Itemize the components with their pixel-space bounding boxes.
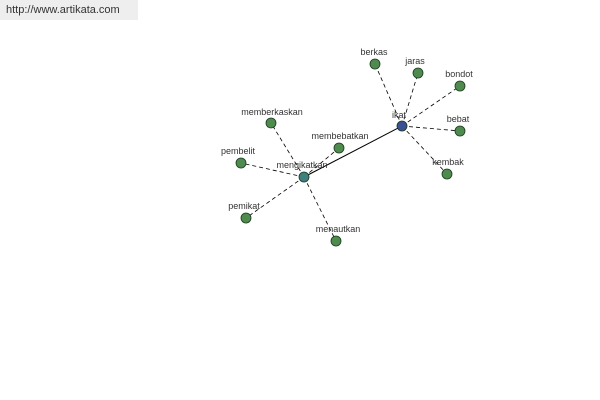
node-label-membebatkan: membebatkan — [311, 131, 368, 141]
edge-mengikatkan-pemikat — [245, 176, 305, 219]
node-label-berkas: berkas — [360, 47, 388, 57]
edges-layer — [240, 63, 461, 242]
node-label-mengikatkan: mengikatkan — [276, 160, 327, 170]
nodes-layer — [235, 58, 466, 247]
edge-mengikatkan-memberkaskan — [270, 122, 305, 178]
node-mengikatkan[interactable] — [298, 171, 310, 183]
node-jaras[interactable] — [412, 67, 424, 79]
node-label-pemikat: pemikat — [228, 201, 260, 211]
edge-ikat-kembak — [401, 125, 448, 175]
node-label-ikat: ikat — [392, 110, 407, 120]
edge-ikat-mengikatkan — [303, 125, 403, 178]
node-kembak[interactable] — [441, 168, 453, 180]
node-pemikat[interactable] — [240, 212, 252, 224]
node-menautkan[interactable] — [330, 235, 342, 247]
edge-mengikatkan-membebatkan — [303, 147, 340, 178]
labels-layer: ikat mengikatkan berkas jaras bondot bebat kem… — [221, 47, 473, 234]
node-label-pembelit: pembelit — [221, 146, 256, 156]
node-label-memberkaskan: memberkaskan — [241, 107, 303, 117]
node-bondot[interactable] — [454, 80, 466, 92]
node-label-bebat: bebat — [447, 114, 470, 124]
site-url-link[interactable]: http://www.artikata.com — [0, 0, 138, 20]
node-label-kembak: kembak — [432, 157, 464, 167]
edge-ikat-bebat — [401, 125, 461, 132]
edge-ikat-bondot — [401, 85, 461, 127]
edge-ikat-berkas — [374, 63, 403, 127]
edge-ikat-jaras — [401, 72, 419, 127]
node-bebat[interactable] — [454, 125, 466, 137]
node-memberkaskan[interactable] — [265, 117, 277, 129]
node-pembelit[interactable] — [235, 157, 247, 169]
edge-mengikatkan-menautkan — [303, 176, 337, 242]
edge-mengikatkan-pembelit — [240, 162, 305, 178]
node-berkas[interactable] — [369, 58, 381, 70]
node-label-bondot: bondot — [445, 69, 473, 79]
node-label-jaras: jaras — [404, 56, 425, 66]
node-label-menautkan: menautkan — [316, 224, 361, 234]
node-membebatkan[interactable] — [333, 142, 345, 154]
node-ikat[interactable] — [396, 120, 408, 132]
